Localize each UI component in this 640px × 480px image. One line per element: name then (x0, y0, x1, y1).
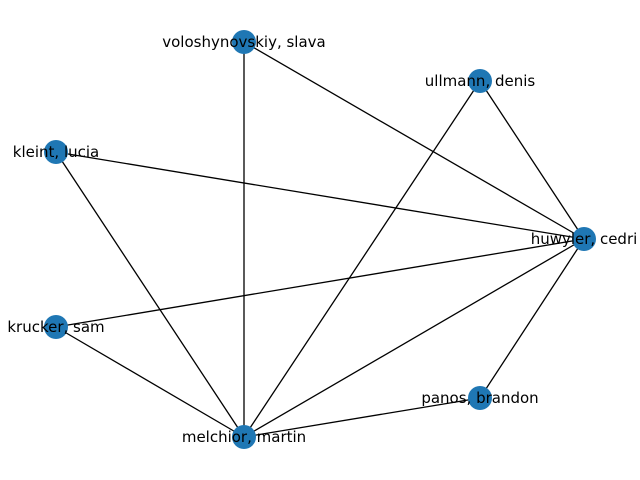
edge-krucker-huwyler (55, 238, 585, 328)
node-huwyler[interactable] (572, 227, 596, 251)
edge-kleint-huwyler (55, 151, 585, 240)
edge-huwyler-panos (479, 238, 585, 399)
node-label-krucker: krucker, sam (7, 318, 104, 336)
node-krucker[interactable] (44, 315, 68, 339)
node-label-kleint: kleint, lucia (13, 143, 99, 161)
node-label-ullmann: ullmann, denis (425, 72, 536, 90)
edge-panos-melchior (243, 397, 481, 438)
edge-voloshynovskiy-huwyler (243, 41, 585, 240)
edge-krucker-melchior (55, 326, 245, 438)
edges-layer (55, 41, 585, 438)
node-label-voloshynovskiy: voloshynovskiy, slava (162, 33, 325, 51)
node-melchior[interactable] (232, 425, 256, 449)
nodes-layer (44, 30, 596, 449)
node-panos[interactable] (468, 386, 492, 410)
edge-kleint-melchior (55, 151, 245, 438)
labels-layer: voloshynovskiy, slava ullmann, denis klein… (7, 33, 637, 446)
node-label-huwyler: huwyler, cedri (531, 230, 638, 248)
node-kleint[interactable] (44, 140, 68, 164)
node-label-panos: panos, brandon (421, 389, 538, 407)
node-label-melchior: melchior, martin (182, 428, 306, 446)
edge-ullmann-melchior (243, 80, 481, 438)
node-ullmann[interactable] (468, 69, 492, 93)
edge-ullmann-huwyler (479, 80, 585, 240)
edge-huwyler-melchior (243, 238, 585, 438)
node-voloshynovskiy[interactable] (232, 30, 256, 54)
